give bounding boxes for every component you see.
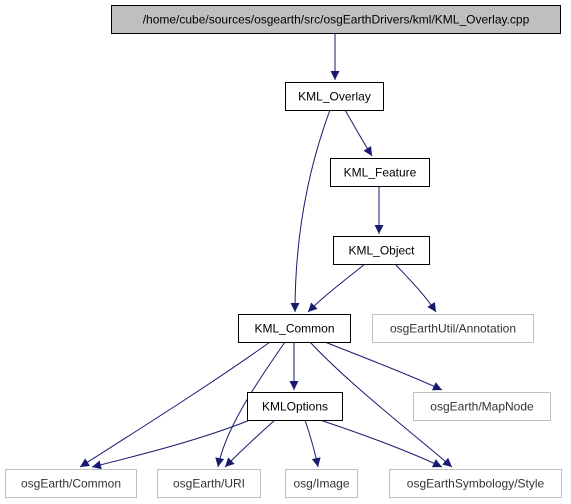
node-common[interactable]: osgEarth/Common [5,469,137,498]
node-box-root [111,5,561,34]
edge-kml-object-to-kml-common [307,263,366,313]
node-label-mapnode: osgEarth/MapNode [430,400,534,414]
edge-kml-common-to-mapnode [324,341,443,391]
node-kml-object[interactable]: KML_Object [333,236,430,265]
edge-kml-options-to-uri [224,419,276,468]
node-kml-options[interactable]: KMLOptions [247,392,343,421]
edge-kml-object-to-annotation [394,263,437,313]
node-uri[interactable]: osgEarth/URI [157,469,261,498]
node-box-kml-object [333,236,430,265]
node-label-image: osg/Image [293,477,349,491]
node-label-annotation: osgEarthUtil/Annotation [390,322,516,336]
node-label-root: /home/cube/sources/osgearth/src/osgEarth… [143,13,530,27]
node-box-kml-feature [330,158,430,187]
node-box-common [5,469,137,498]
edge-kml-common-to-uri [215,341,286,468]
node-root[interactable]: /home/cube/sources/osgearth/src/osgEarth… [111,5,561,34]
node-mapnode[interactable]: osgEarth/MapNode [413,392,551,421]
node-label-kml-object: KML_Object [348,244,415,258]
node-label-style: osgEarthSymbology/Style [407,477,545,491]
node-kml-common[interactable]: KML_Common [238,314,351,343]
edge-kml-options-to-common [91,419,251,470]
node-box-annotation [372,314,534,343]
node-annotation[interactable]: osgEarthUtil/Annotation [372,314,534,343]
node-box-image [285,469,358,498]
node-label-kml-common: KML_Common [254,322,334,336]
edge-kml-common-to-common [79,341,271,468]
edge-kml-options-to-style [319,419,443,468]
edges [79,33,453,470]
node-style[interactable]: osgEarthSymbology/Style [389,469,562,498]
node-label-common: osgEarth/Common [21,477,121,491]
nodes: /home/cube/sources/osgearth/src/osgEarth… [5,5,562,498]
edge-kml-common-to-style [309,341,453,468]
node-label-kml-overlay: KML_Overlay [298,90,371,104]
node-box-kml-overlay [285,82,384,111]
edge-kml-options-to-image [304,419,321,468]
node-box-kml-options [247,392,343,421]
node-box-style [389,469,562,498]
node-label-kml-feature: KML_Feature [344,166,417,180]
node-label-kml-options: KMLOptions [262,400,328,414]
node-box-kml-common [238,314,351,343]
node-kml-overlay[interactable]: KML_Overlay [285,82,384,111]
node-image[interactable]: osg/Image [285,469,358,498]
node-label-uri: osgEarth/URI [173,477,245,491]
edge-kml-overlay-to-kml-common [290,109,331,313]
edge-kml-overlay-to-kml-feature [344,109,373,157]
node-kml-feature[interactable]: KML_Feature [330,158,430,187]
node-box-uri [157,469,261,498]
node-box-mapnode [413,392,551,421]
